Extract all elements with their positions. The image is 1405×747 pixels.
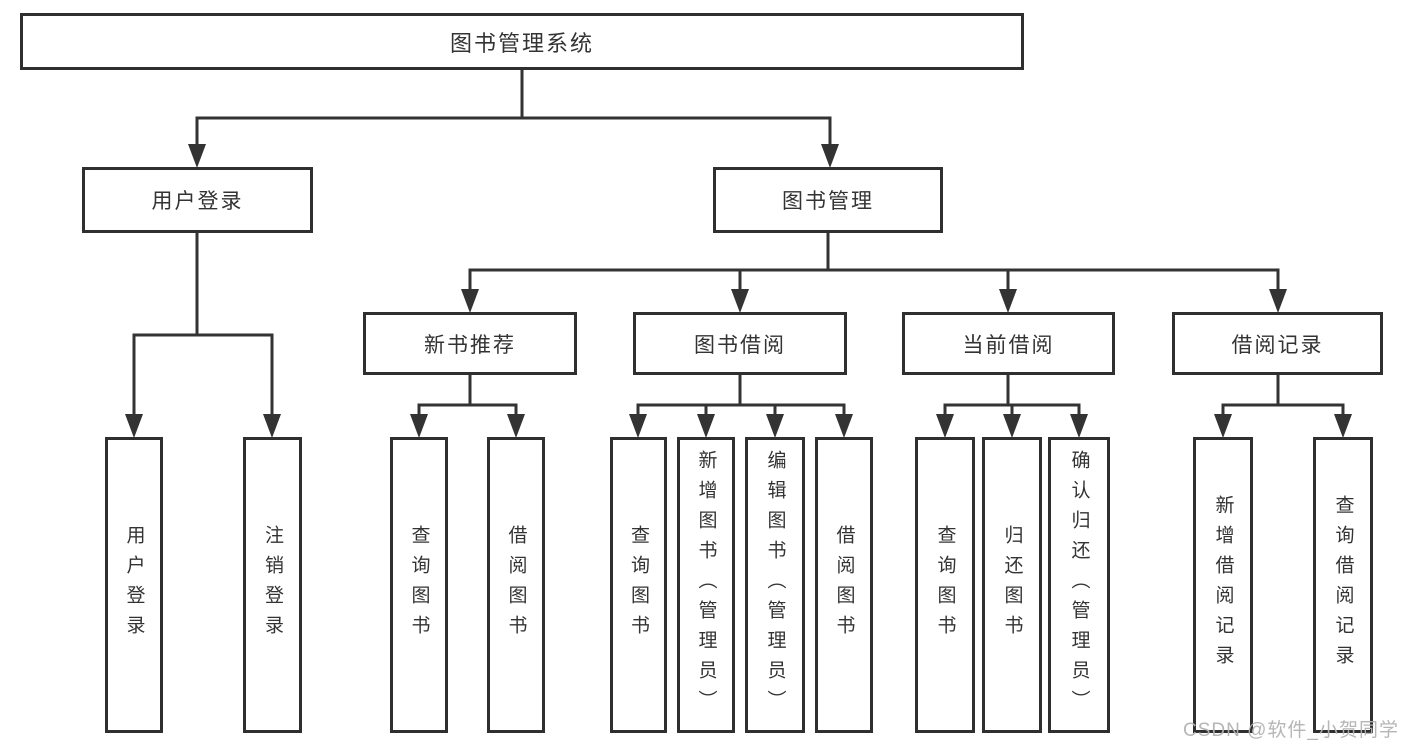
leaf-label: 查询图书 (408, 525, 430, 645)
node-book-borrow: 图书借阅 (633, 312, 847, 375)
node-borrow-records: 借阅记录 (1172, 312, 1383, 375)
arrowhead-down (410, 414, 428, 438)
arrowhead-down (461, 289, 479, 313)
leaf-label: 借阅图书 (833, 525, 855, 645)
arrowhead-down (507, 414, 525, 438)
arrowhead-down (835, 414, 853, 438)
arrowhead-down (1003, 414, 1021, 438)
node-book-management: 图书管理 (713, 167, 943, 233)
arrowhead-down (263, 414, 281, 438)
leaf-label: 查询借阅记录 (1332, 495, 1354, 675)
leaf-return-books: 归还图书 (982, 437, 1042, 733)
arrowhead-down (1269, 289, 1287, 313)
leaf-label: 借阅图书 (505, 525, 527, 645)
leaf-borrow-books-1: 借阅图书 (487, 437, 545, 733)
leaf-query-books-2: 查询图书 (610, 437, 667, 733)
arrowhead-down (629, 414, 647, 438)
leaf-add-borrow-record: 新增借阅记录 (1193, 437, 1253, 733)
node-user-login: 用户登录 (82, 167, 313, 233)
node-library-management-system: 图书管理系统 (20, 13, 1024, 70)
leaf-label: 查询图书 (934, 525, 956, 645)
arrowhead-down (125, 414, 143, 438)
leaf-confirm-return-admin: 确认归还（管理员） (1048, 437, 1110, 733)
arrowhead-down (766, 414, 784, 438)
leaf-label: 用户登录 (123, 525, 145, 645)
arrowhead-down (999, 289, 1017, 313)
leaf-logout: 注销登录 (243, 437, 302, 733)
leaf-label: 编辑图书（管理员） (764, 450, 786, 720)
node-current-borrow: 当前借阅 (902, 312, 1115, 375)
arrowhead-down (1334, 414, 1352, 438)
node-new-book-recommend: 新书推荐 (363, 312, 577, 375)
arrowhead-down (1214, 414, 1232, 438)
leaf-label: 确认归还（管理员） (1068, 450, 1090, 720)
leaf-label: 新增图书（管理员） (695, 450, 717, 720)
arrowhead-down (697, 414, 715, 438)
leaf-query-books-1: 查询图书 (390, 437, 448, 733)
leaf-label: 新增借阅记录 (1212, 495, 1234, 675)
leaf-query-borrow-record: 查询借阅记录 (1313, 437, 1373, 733)
arrowhead-down (821, 144, 839, 168)
arrowhead-down (188, 144, 206, 168)
arrowhead-down (936, 414, 954, 438)
arrowhead-down (1070, 414, 1088, 438)
arrowhead-down (731, 289, 749, 313)
leaf-label: 查询图书 (628, 525, 649, 645)
leaf-add-book-admin: 新增图书（管理员） (677, 437, 735, 733)
leaf-user-login: 用户登录 (105, 437, 163, 733)
leaf-label: 注销登录 (262, 525, 283, 645)
watermark: CSDN @软件_小贺同学 (1183, 720, 1399, 741)
leaf-borrow-books-2: 借阅图书 (815, 437, 873, 733)
leaf-label: 归还图书 (1001, 525, 1023, 645)
leaf-query-books-3: 查询图书 (915, 437, 975, 733)
leaf-edit-book-admin: 编辑图书（管理员） (745, 437, 805, 733)
